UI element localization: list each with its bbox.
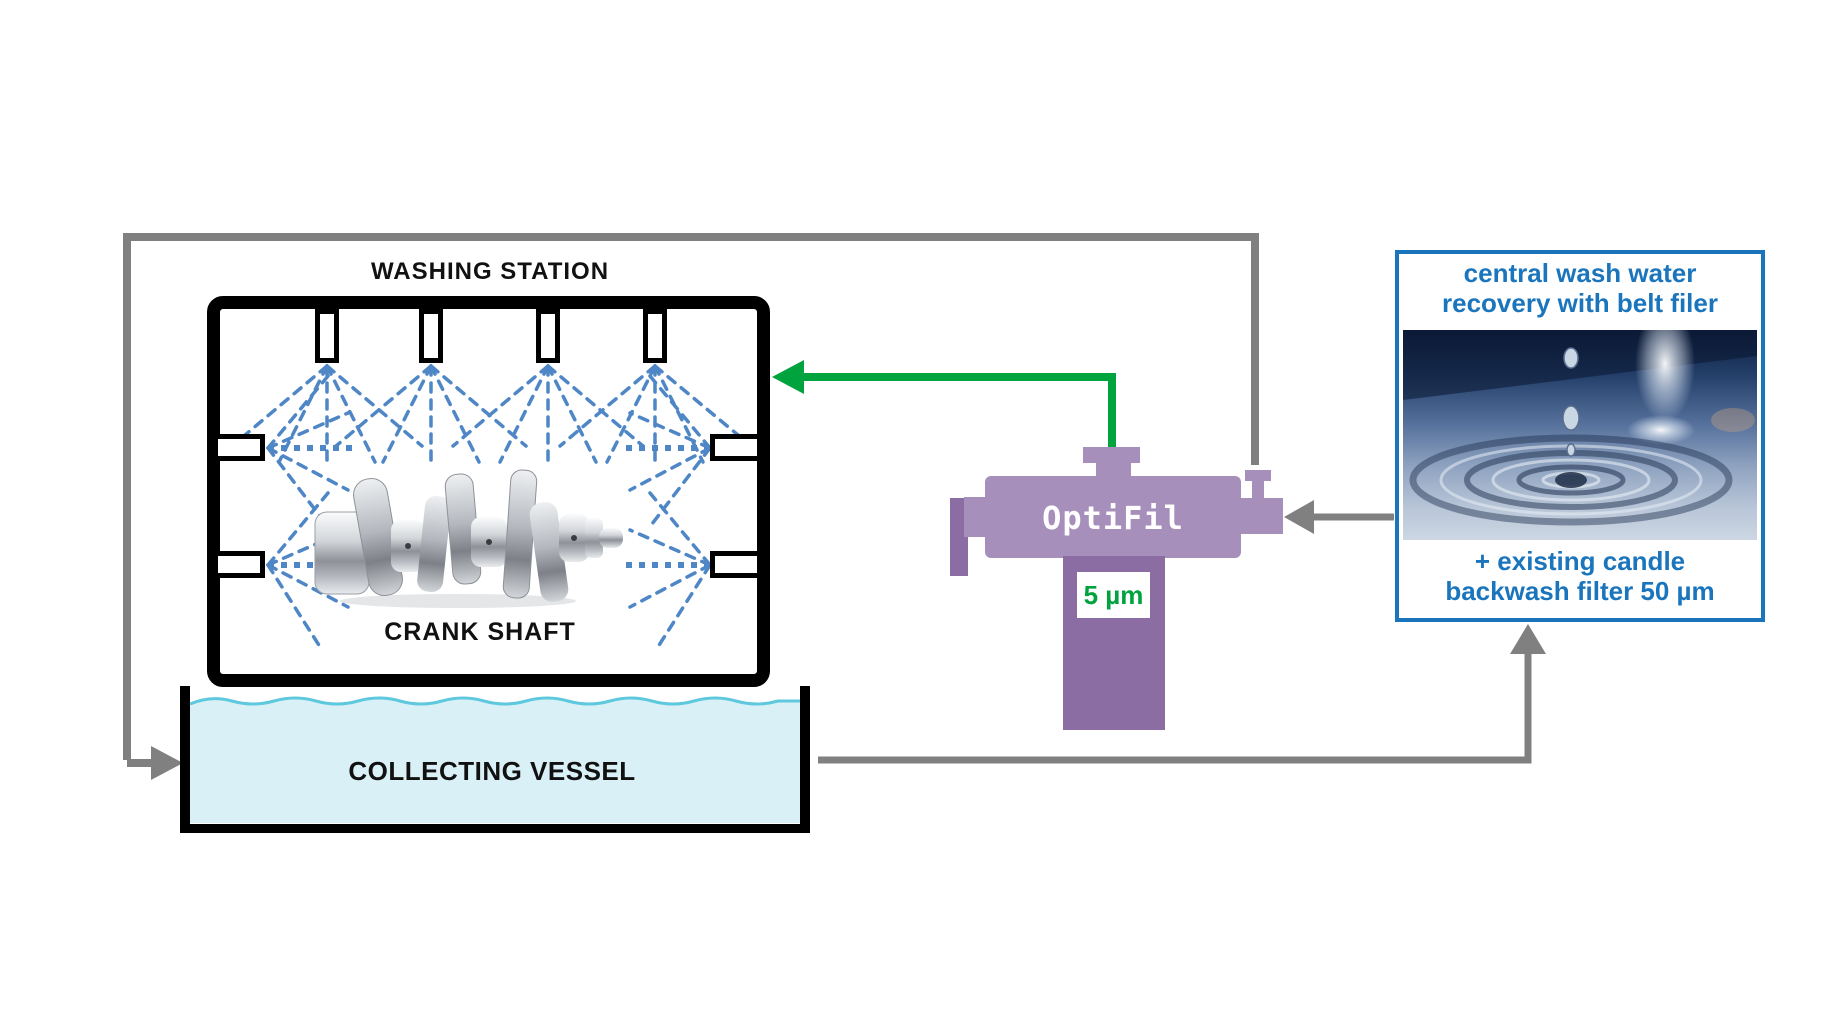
- optifil-top-neck: [1096, 459, 1131, 479]
- spray-nozzle-left-upper: [213, 434, 265, 461]
- arrowhead-into-vessel: [151, 746, 183, 780]
- spray-nozzle-right-upper: [710, 434, 762, 461]
- vessel-wall-bottom: [180, 824, 810, 833]
- spray-nozzle-top-3: [536, 309, 560, 363]
- washing-station-box: [207, 296, 770, 687]
- optifil-rating-window: 5 µm: [1077, 572, 1150, 618]
- arrowhead-into-recovery-box: [1510, 624, 1546, 654]
- spray-nozzle-right-lower: [710, 551, 762, 578]
- collecting-vessel-label: COLLECTING VESSEL: [348, 756, 636, 786]
- spray-nozzle-top-2: [419, 309, 443, 363]
- water-wave-line: [189, 696, 800, 706]
- recovery-note-line1: + existing candle: [1474, 546, 1686, 576]
- spray-nozzle-top-4: [643, 309, 667, 363]
- recovery-title-line1: central wash water: [1463, 258, 1697, 288]
- vessel-to-recovery-line: [818, 652, 1532, 764]
- optifil-rating-text: 5 µm: [1083, 580, 1144, 610]
- crank-shaft-image: [314, 469, 623, 608]
- recovery-title-line2: recovery with belt filer: [1442, 288, 1718, 318]
- vessel-wall-left: [180, 686, 190, 833]
- spray-nozzle-left-lower: [213, 551, 265, 578]
- recovery-box-note: + existing candle backwash filter 50 µm: [1395, 546, 1765, 606]
- spray-nozzle-top-1: [315, 309, 339, 363]
- falling-droplets: [1562, 347, 1580, 457]
- vessel-wall-right: [800, 686, 810, 833]
- recovery-box-title: central wash water recovery with belt fi…: [1395, 258, 1765, 318]
- optifil-left-arm: [964, 497, 988, 537]
- water-droplet-photo: [1403, 330, 1757, 540]
- crank-shaft-label: CRANK SHAFT: [384, 618, 576, 646]
- optifil-left-stub: [950, 498, 968, 576]
- green-return-line: [802, 373, 1116, 447]
- optifil-tap-stem: [1252, 479, 1264, 501]
- washing-station-label: WASHING STATION: [370, 258, 610, 285]
- vessel-water: [190, 698, 800, 823]
- optifil-tap-cap: [1245, 470, 1271, 481]
- optifil-name-text: OptiFil: [1042, 499, 1184, 537]
- arrowhead-into-washing-station: [772, 360, 804, 394]
- arrowhead-into-optifil: [1284, 500, 1314, 534]
- optifil-right-arm: [1241, 498, 1283, 534]
- recovery-note-line2: backwash filter 50 µm: [1445, 576, 1715, 606]
- gray-loop-line: [123, 233, 1259, 767]
- optifil-body: [985, 476, 1241, 558]
